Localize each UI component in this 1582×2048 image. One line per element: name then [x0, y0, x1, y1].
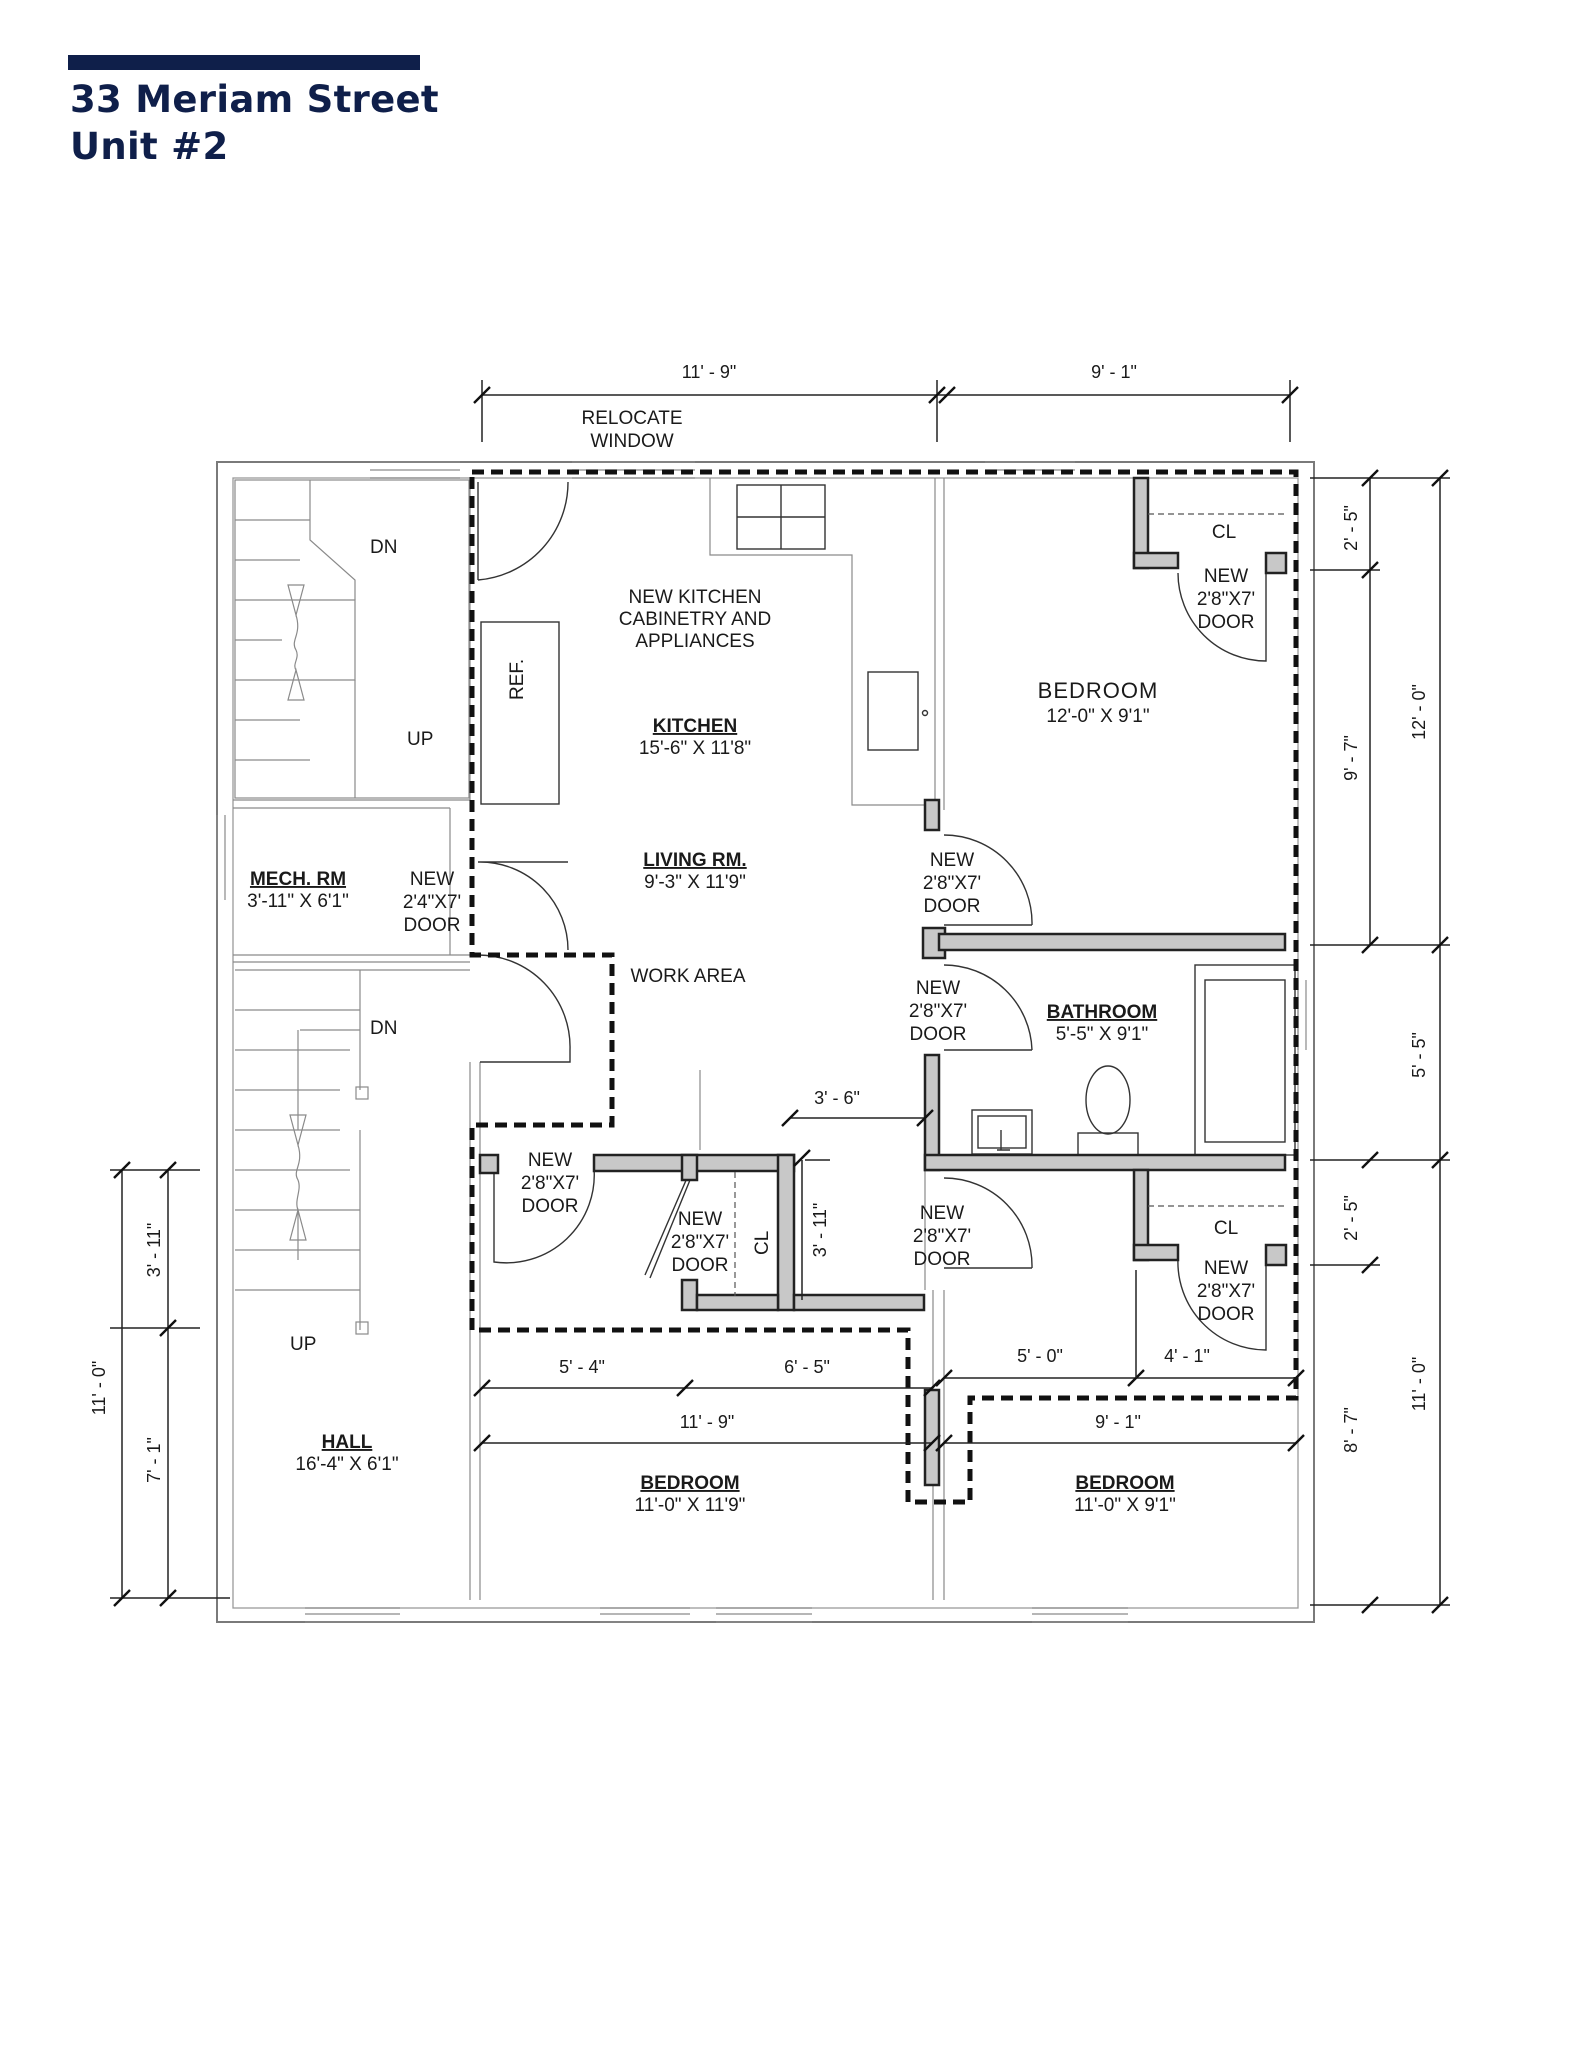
svg-text:DOOR: DOOR: [914, 1249, 971, 1270]
door-swings: [477, 481, 1267, 1351]
svg-text:NEW: NEW: [920, 1203, 964, 1224]
door-label-mech: NEW 2'4"X7' DOOR: [403, 869, 461, 936]
svg-text:2'8"X7': 2'8"X7': [671, 1232, 729, 1253]
stairs-upper: [234, 479, 470, 799]
svg-text:2'8"X7': 2'8"X7': [1197, 589, 1255, 610]
dim-closet-width: 3' - 6": [814, 1088, 860, 1108]
closet-center-label: CL: [752, 1231, 773, 1255]
svg-text:NEW: NEW: [678, 1209, 722, 1230]
door-label-ne-closet: NEW 2'8"X7' DOOR: [1197, 566, 1255, 633]
dim-right-lower-outer: 11' - 0": [1409, 1357, 1429, 1412]
dimension-lines: [110, 380, 1450, 1614]
dim-bottom-seg-3: 5' - 0": [1017, 1346, 1063, 1366]
svg-text:NEW: NEW: [410, 869, 454, 890]
hall-stairs-down-label: DN: [370, 1018, 397, 1039]
dim-left-upper: 3' - 11": [144, 1223, 164, 1278]
bedroom-s-name: BEDROOM: [640, 1473, 739, 1494]
dim-right-bed-outer: 12' - 0": [1409, 684, 1429, 740]
svg-text:NEW: NEW: [916, 978, 960, 999]
living-room-size: 9'-3" X 11'9": [644, 872, 746, 893]
svg-text:NEW: NEW: [1204, 566, 1248, 587]
refrigerator-label: REF.: [507, 659, 528, 700]
new-walls: [478, 476, 1288, 1487]
closet-ne-label: CL: [1212, 522, 1236, 543]
hall-name: HALL: [322, 1432, 373, 1453]
bathroom-size: 5'-5" X 9'1": [1056, 1024, 1149, 1045]
svg-text:DOOR: DOOR: [924, 896, 981, 917]
svg-text:2'8"X7': 2'8"X7': [923, 873, 981, 894]
hall-size: 16'-4" X 6'1": [295, 1454, 398, 1475]
dim-bottom-seg-1: 5' - 4": [559, 1357, 605, 1377]
svg-text:2'8"X7': 2'8"X7': [909, 1001, 967, 1022]
relocate-window-label-2: WINDOW: [590, 431, 673, 452]
mech-room-name: MECH. RM: [250, 869, 346, 890]
hall-stairs-up-label: UP: [290, 1334, 316, 1355]
bedroom-ne-size: 12'-0" X 9'1": [1046, 706, 1149, 727]
dim-right-lower-inner: 8' - 7": [1341, 1407, 1361, 1453]
door-label-bathroom: NEW 2'8"X7' DOOR: [909, 978, 967, 1045]
header-accent-bar: [68, 55, 420, 70]
svg-text:2'8"X7': 2'8"X7': [521, 1173, 579, 1194]
door-label-bedroom-se: NEW 2'8"X7' DOOR: [913, 1203, 971, 1270]
title-line-address: 33 Meriam Street: [70, 78, 439, 121]
bedroom-ne-name: BEDROOM: [1038, 678, 1159, 703]
kitchen-note-line-3: APPLIANCES: [635, 631, 754, 652]
svg-text:NEW: NEW: [1204, 1258, 1248, 1279]
svg-text:2'4"X7': 2'4"X7': [403, 892, 461, 913]
svg-text:DOOR: DOOR: [1198, 1304, 1255, 1325]
svg-text:DOOR: DOOR: [1198, 612, 1255, 633]
bedroom-s-size: 11'-0" X 11'9": [635, 1495, 746, 1516]
dim-bottom-seg-4: 4' - 1": [1164, 1346, 1210, 1366]
dim-right-cl-lower: 2' - 5": [1341, 1195, 1361, 1241]
kitchen-note-line-1: NEW KITCHEN: [629, 587, 762, 608]
svg-text:DOOR: DOOR: [910, 1024, 967, 1045]
svg-text:DOOR: DOOR: [522, 1196, 579, 1217]
dim-right-bath: 5' - 5": [1409, 1032, 1429, 1078]
dim-left-outer: 11' - 0": [89, 1361, 109, 1416]
kitchen-note-line-2: CABINETRY AND: [619, 609, 771, 630]
bedroom-se-size: 11'-0" X 9'1": [1074, 1495, 1176, 1516]
door-label-bedroom-s: NEW 2'8"X7' DOOR: [521, 1150, 579, 1217]
dim-left-lower: 7' - 1": [144, 1437, 164, 1483]
bathroom-name: BATHROOM: [1047, 1002, 1157, 1023]
bedroom-se-name: BEDROOM: [1075, 1473, 1174, 1494]
stairs-lower: [235, 969, 470, 1335]
dim-bottom-right: 9' - 1": [1095, 1412, 1141, 1432]
door-label-se-closet: NEW 2'8"X7' DOOR: [1197, 1258, 1255, 1325]
dim-right-cl-top: 2' - 5": [1341, 505, 1361, 551]
dim-top-right: 9' - 1": [1091, 362, 1137, 382]
door-label-center-closet: NEW 2'8"X7' DOOR: [671, 1209, 729, 1276]
bathroom-fixtures: [971, 964, 1296, 1156]
closet-se-label: CL: [1214, 1218, 1238, 1239]
kitchen-fixtures: [480, 484, 929, 805]
door-label-bedroom-ne: NEW 2'8"X7' DOOR: [923, 850, 981, 917]
dim-right-bed-inner: 9' - 7": [1341, 735, 1361, 781]
svg-text:DOOR: DOOR: [404, 915, 461, 936]
svg-text:NEW: NEW: [930, 850, 974, 871]
work-area-label: WORK AREA: [630, 966, 745, 987]
relocate-window-label-1: RELOCATE: [581, 408, 682, 429]
dim-closet-depth: 3' - 11": [810, 1203, 830, 1258]
stairs-up-label: UP: [407, 729, 433, 750]
renovation-boundary: [469, 469, 1299, 1505]
kitchen-size: 15'-6" X 11'8": [639, 738, 751, 759]
living-room-name: LIVING RM.: [643, 850, 746, 871]
title-line-unit: Unit #2: [70, 125, 229, 168]
dim-bottom-seg-2: 6' - 5": [784, 1357, 830, 1377]
kitchen-name: KITCHEN: [653, 716, 737, 737]
svg-text:NEW: NEW: [528, 1150, 572, 1171]
svg-text:2'8"X7': 2'8"X7': [1197, 1281, 1255, 1302]
dim-top-left: 11' - 9": [682, 362, 737, 382]
exterior-walls: [216, 461, 1315, 1623]
stairs-down-label: DN: [370, 537, 397, 558]
svg-text:2'8"X7': 2'8"X7': [913, 1226, 971, 1247]
mech-room-size: 3'-11" X 6'1": [247, 891, 349, 912]
page-title: 33 Meriam Street Unit #2: [70, 76, 439, 170]
svg-text:DOOR: DOOR: [672, 1255, 729, 1276]
dim-bottom-left: 11' - 9": [680, 1412, 735, 1432]
closet-lines: [734, 513, 1288, 1296]
